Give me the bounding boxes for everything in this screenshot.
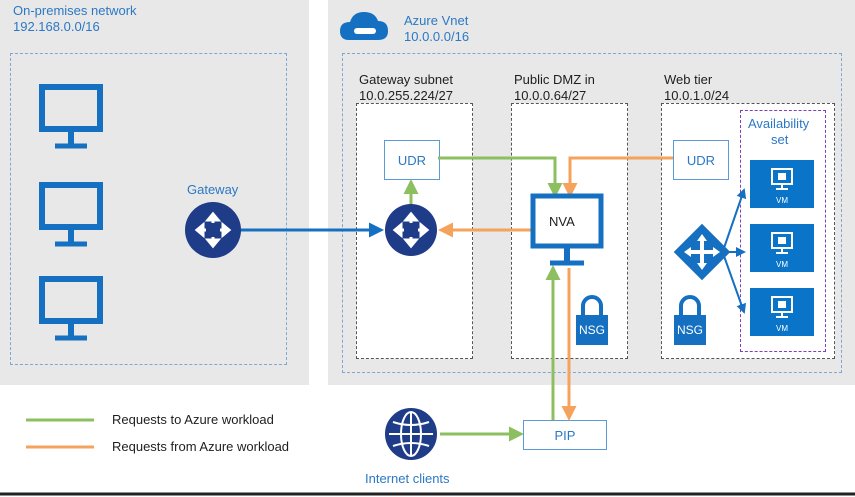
legend-requests-from: Requests from Azure workload (112, 439, 290, 454)
vm-3: VM (750, 288, 814, 336)
vm-icon (771, 296, 793, 318)
web-subnet-cidr: 10.0.1.0/24 (664, 88, 730, 103)
web-subnet-title: Web tier (664, 72, 713, 87)
vnet-title: Azure Vnet (404, 13, 469, 28)
vm-label: VM (776, 324, 788, 333)
internet-clients-label: Internet clients (365, 471, 450, 486)
dmz-subnet-title: Public DMZ in (514, 72, 595, 87)
gateway-label: Gateway (187, 182, 239, 197)
cloud-icon (340, 12, 388, 40)
nva-label: NVA (549, 214, 575, 229)
vnet-cidr: 10.0.0.0/16 (404, 29, 470, 44)
router-icon (385, 204, 437, 256)
globe-icon (385, 408, 437, 460)
web-nsg-label: NSG (677, 323, 704, 337)
lock-icon (576, 295, 608, 345)
onprem-cidr: 192.168.0.0/16 (13, 19, 100, 34)
vm-1: VM (750, 160, 814, 208)
gateway-subnet-title: Gateway subnet (359, 72, 453, 87)
monitor-icon (39, 276, 103, 341)
legend-requests-to: Requests to Azure workload (112, 412, 274, 427)
monitor-icon (39, 84, 103, 149)
vnet-inner-border (342, 53, 842, 373)
router-icon (185, 202, 241, 258)
gateway-subnet-cidr: 10.0.255.224/27 (359, 88, 453, 103)
onprem-inner-border (10, 53, 287, 365)
gateway-udr-box: UDR (384, 140, 440, 180)
lock-icon (674, 295, 706, 345)
availability-set-title-1: Availability (748, 116, 810, 131)
onprem-title: On-premises network (13, 3, 137, 18)
dmz-nsg-label: NSG (579, 323, 606, 337)
pip-box: PIP (523, 420, 607, 450)
vm-icon (771, 232, 793, 254)
vm-label: VM (776, 196, 788, 205)
load-balancer-icon (673, 223, 731, 281)
nva-monitor-icon (530, 193, 604, 266)
availability-set-title-2: set (771, 132, 789, 147)
web-udr-box: UDR (673, 140, 729, 180)
vm-2: VM (750, 224, 814, 272)
monitor-icon (39, 182, 103, 247)
dmz-subnet-cidr: 10.0.0.64/27 (514, 88, 587, 103)
vm-label: VM (776, 260, 788, 269)
vm-icon (771, 168, 793, 190)
